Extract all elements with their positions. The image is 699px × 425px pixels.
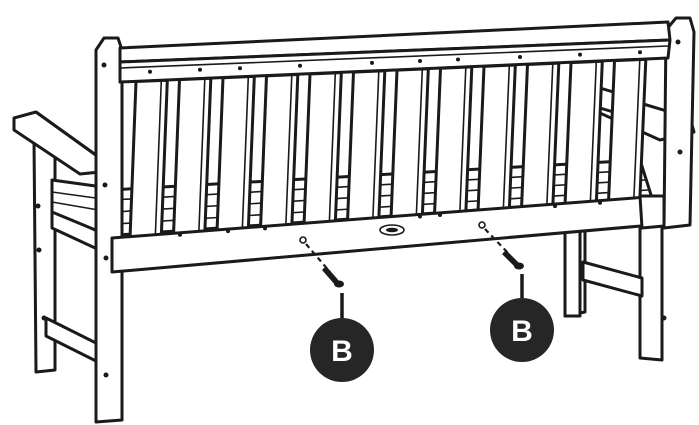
backrest-slat	[259, 73, 300, 231]
apron-screw-dot	[553, 204, 557, 209]
right-back-post	[661, 16, 696, 321]
backrest-slat	[346, 69, 387, 224]
rail-screw-dot	[198, 67, 202, 72]
apron-screw-dot	[418, 214, 422, 219]
callout-label-left: B	[331, 335, 353, 368]
backrest-slat-edge	[372, 70, 380, 220]
apron-screw-dot	[263, 226, 267, 231]
backrest-slat-edge	[285, 74, 293, 227]
backrest-slat-edge	[415, 68, 424, 217]
left-back-post	[94, 36, 124, 424]
backrest-slat	[215, 74, 256, 234]
backrest-slat	[389, 67, 430, 221]
rail-screw-dot	[456, 57, 460, 62]
callout-badge-right	[490, 298, 554, 362]
rail-screw-dot	[298, 63, 302, 68]
screw-right	[484, 228, 524, 270]
rail-screw-dot	[518, 55, 522, 59]
apron-screw-dot	[438, 212, 442, 217]
rail-screw-dot	[578, 52, 582, 57]
seat-apron	[110, 194, 666, 274]
top-rail	[118, 20, 672, 84]
brand-badge-icon	[379, 224, 405, 236]
backrest-slat-edge	[154, 80, 163, 237]
rail-screw-dot	[638, 50, 642, 55]
screw-hole-left	[299, 236, 307, 244]
backrest-slat	[172, 76, 213, 237]
screw-hole-right	[478, 221, 486, 229]
backrest-slat	[128, 78, 169, 241]
rail-screw-dot	[370, 60, 374, 65]
backrest-slat	[607, 57, 648, 204]
apron-screw-dot	[598, 200, 602, 205]
backrest-slat	[520, 61, 561, 211]
rail-screw-dot	[148, 69, 152, 74]
backrest-slat-edge	[546, 63, 554, 207]
backrest-slat-edge	[328, 72, 337, 223]
backrest-slat	[476, 63, 517, 214]
rail-screw-dot	[238, 66, 242, 71]
apron-screw-dot	[178, 232, 182, 237]
backrest-slat	[302, 71, 343, 227]
callout-b-left: B	[310, 293, 374, 382]
backrest-slat-edge	[459, 66, 467, 214]
callout-badge-left	[310, 318, 374, 382]
backrest-slat-edge	[198, 78, 206, 233]
backrest-slat	[433, 65, 474, 217]
apron-screw-dot	[226, 229, 230, 234]
callout-label-right: B	[511, 315, 533, 348]
rail-screw-dot	[418, 59, 422, 63]
backrest-slat-edge	[502, 64, 511, 210]
screw-left	[305, 243, 344, 288]
backrest-slat	[563, 59, 604, 207]
callout-b-right: B	[490, 274, 554, 362]
backrest-slat-edge	[633, 59, 641, 200]
backrest-slat-edge	[241, 76, 250, 230]
backrest-slat-edge	[589, 61, 598, 204]
